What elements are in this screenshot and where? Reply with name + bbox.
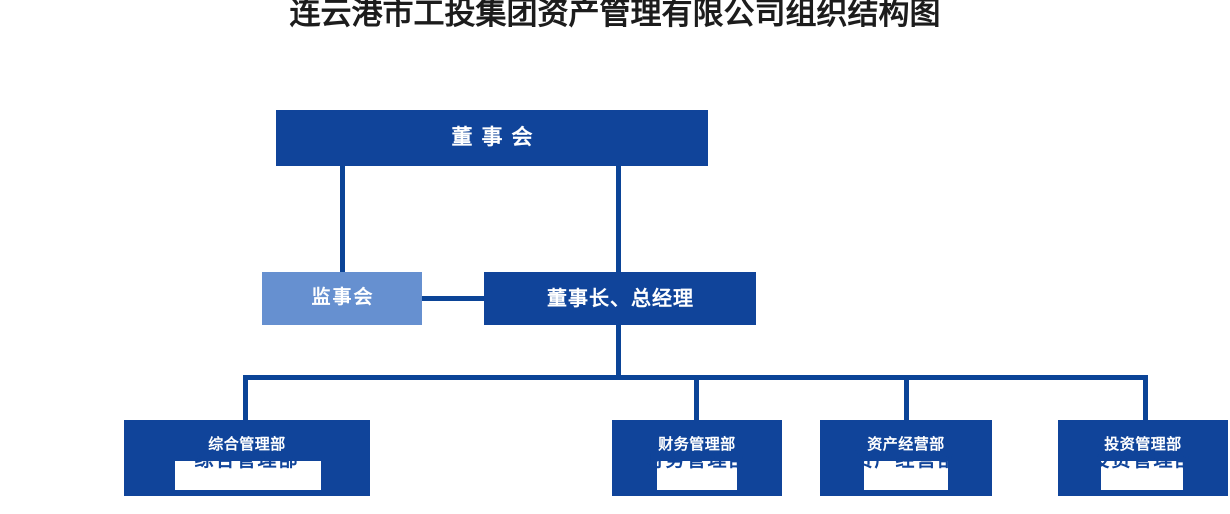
node-dept1-label: 综合管理部: [208, 436, 286, 453]
connector-drop-dept2: [694, 375, 699, 420]
node-board-label: 董事会: [451, 126, 542, 150]
node-dept1-overlay-label: 综合管理部: [194, 450, 300, 471]
page-title: 连云港市工投集团资产管理有限公司组织结构图: [289, 0, 941, 31]
node-department-asset-operations[interactable]: 资产经营部 资产经营部: [820, 420, 992, 496]
node-supervisor-label: 监事会: [311, 287, 375, 309]
connector-board-to-supervisor: [340, 166, 345, 272]
connector-board-to-chairman: [616, 166, 621, 272]
node-chairman-general-manager[interactable]: 董事长、总经理: [484, 272, 756, 325]
node-dept3-overlay-box: [864, 461, 948, 490]
node-dept3-label: 资产经营部: [867, 436, 945, 453]
node-board-of-directors[interactable]: 董事会: [276, 110, 708, 166]
node-dept4-overlay-box: [1101, 461, 1183, 490]
connector-drop-dept1: [243, 375, 248, 420]
node-supervisory-board[interactable]: 监事会: [262, 272, 422, 325]
node-dept3-overlay-label: 资产经营部: [853, 450, 959, 471]
node-dept2-overlay-box: [657, 461, 737, 490]
connector-supervisor-to-chairman: [422, 296, 484, 301]
node-department-financial-management[interactable]: 财务管理部 财务管理部: [612, 420, 782, 496]
node-dept4-overlay-label: 投资管理部: [1090, 450, 1196, 471]
node-dept2-label: 财务管理部: [658, 436, 736, 453]
node-department-comprehensive-management[interactable]: 综合管理部 综合管理部: [124, 420, 370, 496]
connector-drop-dept3: [904, 375, 909, 420]
node-dept1-overlay-box: [175, 461, 321, 490]
connector-chairman-trunk: [616, 325, 621, 377]
node-dept2-overlay-label: 财务管理部: [644, 450, 750, 471]
node-dept4-label: 投资管理部: [1104, 436, 1182, 453]
node-department-investment-management[interactable]: 投资管理部 投资管理部: [1058, 420, 1228, 496]
connector-drop-dept4: [1143, 375, 1148, 420]
node-chairman-label: 董事长、总经理: [547, 287, 694, 310]
